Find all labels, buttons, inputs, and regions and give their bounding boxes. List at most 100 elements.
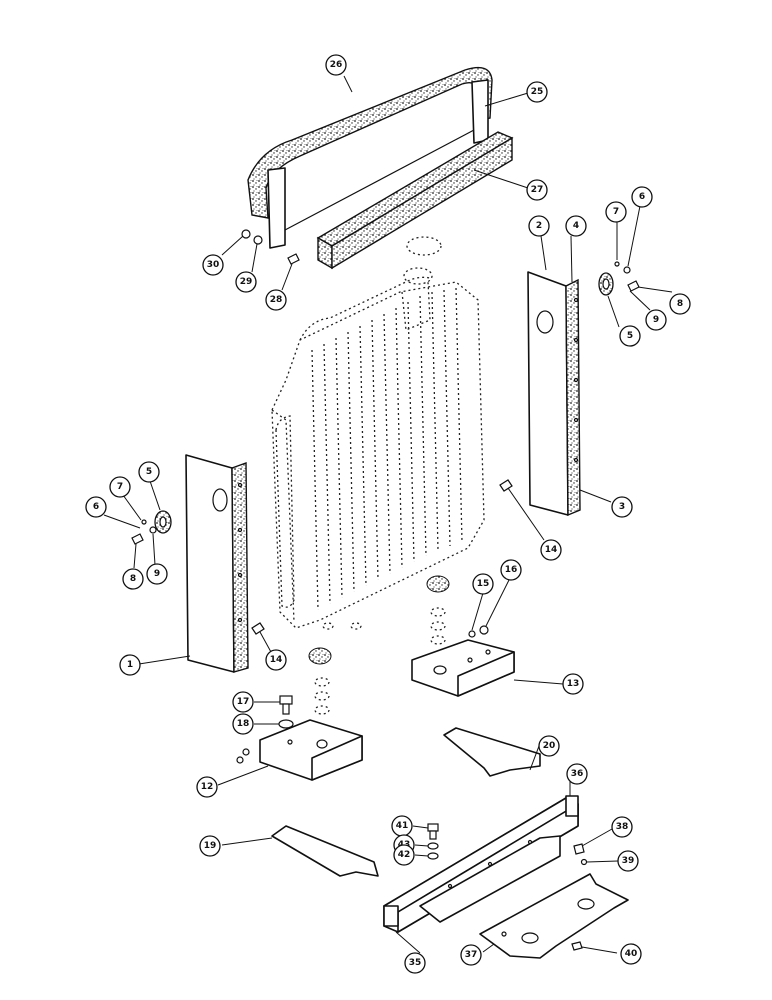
shim-19	[271, 825, 379, 877]
svg-text:3: 3	[619, 502, 625, 512]
callout-27: 27	[526, 179, 548, 201]
callout-15: 15	[472, 573, 494, 595]
svg-text:40: 40	[625, 949, 638, 959]
callout-20: 20	[538, 735, 560, 757]
nut-38	[573, 843, 585, 855]
washer-39	[580, 858, 588, 866]
callout-6: 6	[631, 186, 653, 208]
svg-text:19: 19	[204, 841, 217, 851]
callout-17: 17	[232, 691, 254, 713]
svg-text:16: 16	[505, 565, 518, 575]
bolt-right	[499, 479, 513, 492]
svg-text:13: 13	[567, 679, 580, 689]
svg-text:15: 15	[477, 579, 490, 589]
callout-7: 7	[109, 476, 131, 498]
callout-5: 5	[138, 461, 160, 483]
svg-text:36: 36	[571, 769, 584, 779]
svg-text:35: 35	[409, 958, 422, 968]
svg-text:1: 1	[127, 660, 133, 670]
callout-13: 13	[562, 673, 584, 695]
callout-39: 39	[617, 850, 639, 872]
callout-3: 3	[611, 496, 633, 518]
callout-38: 38	[611, 816, 633, 838]
callout-1: 1	[119, 654, 141, 676]
callout-6: 6	[85, 496, 107, 518]
foam-strip	[316, 131, 514, 270]
svg-text:26: 26	[330, 60, 343, 70]
svg-text:17: 17	[237, 697, 250, 707]
callout-7: 7	[605, 201, 627, 223]
bolt-17	[279, 695, 293, 715]
callout-41: 41	[391, 815, 413, 837]
callout-9: 9	[146, 563, 168, 585]
svg-text:37: 37	[465, 950, 478, 960]
callout-42: 42	[393, 844, 415, 866]
bolt-left	[251, 622, 265, 635]
radiator-core	[271, 276, 485, 629]
callout-30: 30	[202, 254, 224, 276]
svg-text:8: 8	[677, 299, 683, 309]
washer-43	[427, 842, 439, 850]
rubber-mounts	[308, 575, 450, 715]
bottom-plate	[479, 873, 629, 959]
callout-8: 8	[122, 568, 144, 590]
svg-text:5: 5	[146, 467, 152, 477]
nut-16	[479, 625, 489, 635]
callout-19: 19	[199, 835, 221, 857]
right-mount-bracket	[411, 639, 515, 697]
svg-text:9: 9	[653, 315, 659, 325]
left-side-panel	[185, 454, 249, 673]
svg-text:25: 25	[531, 87, 544, 97]
radiator-fins	[311, 287, 463, 611]
callout-14: 14	[265, 649, 287, 671]
svg-text:29: 29	[240, 277, 253, 287]
svg-text:39: 39	[622, 856, 635, 866]
callout-40: 40	[620, 943, 642, 965]
callout-4: 4	[565, 215, 587, 237]
right-side-panel	[527, 271, 581, 517]
callout-25: 25	[526, 81, 548, 103]
bolt-41	[427, 823, 439, 840]
callout-5: 5	[619, 325, 641, 347]
callout-8: 8	[669, 293, 691, 315]
svg-text:38: 38	[616, 822, 629, 832]
washer-42	[427, 852, 439, 860]
leader-lines	[103, 75, 673, 954]
svg-text:9: 9	[154, 569, 160, 579]
clip-40	[571, 941, 583, 951]
svg-text:6: 6	[93, 502, 99, 512]
svg-text:7: 7	[117, 482, 123, 492]
top-hardware	[241, 229, 300, 265]
svg-text:8: 8	[130, 574, 136, 584]
svg-text:12: 12	[201, 782, 214, 792]
callout-37: 37	[460, 944, 482, 966]
svg-text:5: 5	[627, 331, 633, 341]
svg-text:41: 41	[396, 821, 409, 831]
callout-14: 14	[540, 539, 562, 561]
left-grommet	[131, 510, 172, 545]
radiator-cap	[403, 236, 442, 285]
callout-26: 26	[325, 54, 347, 76]
callout-group: 26 25 27 30 29 28 2 4 7 6 8 9 5 3 14 5 7…	[85, 54, 691, 974]
callout-29: 29	[235, 271, 257, 293]
svg-text:18: 18	[237, 719, 250, 729]
callout-9: 9	[645, 309, 667, 331]
svg-text:14: 14	[545, 545, 558, 555]
svg-text:4: 4	[573, 221, 579, 231]
top-foam-seal	[247, 66, 493, 249]
frame-rail	[383, 795, 579, 933]
right-grommet	[598, 261, 640, 296]
callout-36: 36	[566, 763, 588, 785]
shim-20	[443, 727, 541, 777]
svg-text:14: 14	[270, 655, 283, 665]
callout-12: 12	[196, 776, 218, 798]
callout-16: 16	[500, 559, 522, 581]
callout-28: 28	[265, 289, 287, 311]
callout-35: 35	[404, 952, 426, 974]
washer-15	[468, 630, 476, 638]
callout-18: 18	[232, 713, 254, 735]
callout-2: 2	[528, 215, 550, 237]
svg-text:7: 7	[613, 207, 619, 217]
svg-text:30: 30	[207, 260, 220, 270]
